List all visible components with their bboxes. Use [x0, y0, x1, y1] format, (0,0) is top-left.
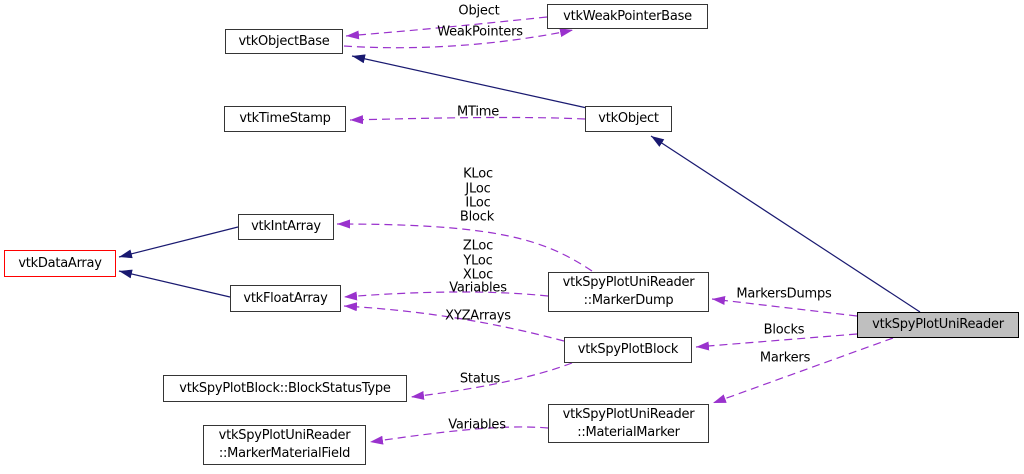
- edge-usage-zloc-yloc-xloc-variables: [343, 291, 549, 301]
- node-label: vtkFloatArray: [243, 290, 328, 306]
- node-vtkintarray[interactable]: vtkIntArray: [238, 214, 334, 240]
- edge-usage-mtime: [349, 115, 586, 125]
- node-vtkobjectbase[interactable]: vtkObjectBase: [225, 29, 343, 54]
- node-label: vtkSpyPlotUniReader: [872, 317, 1004, 333]
- node-vtkweakpointerbase[interactable]: vtkWeakPointerBase: [547, 4, 708, 29]
- node-label-line2: ::MarkerMaterialField: [218, 446, 351, 461]
- node-vtkspyplotunireader-materialmarker[interactable]: vtkSpyPlotUniReader ::MaterialMarker: [548, 404, 709, 443]
- edge-usage-object: [345, 16, 548, 40]
- node-label: vtkDataArray: [18, 255, 102, 271]
- edge-label-markers: Markers: [759, 350, 811, 366]
- node-label: vtkSpyPlotBlock: [577, 342, 679, 358]
- edge-label-xloc: XLoc: [462, 267, 494, 283]
- edge-inherit-vtkfloatarray-to-vtkdataarray: [118, 269, 231, 298]
- edge-label-weakpointers: WeakPointers: [437, 24, 523, 40]
- node-label: vtkObjectBase: [238, 33, 330, 49]
- edge-label-kloc: KLoc: [463, 166, 493, 182]
- node-vtkdataarray[interactable]: vtkDataArray: [4, 250, 116, 277]
- edge-inherit-vtkspyplotunireader-to-vtkobject: [650, 135, 921, 313]
- edge-usage-markersdumps: [711, 296, 858, 317]
- edge-label-status: Status: [459, 371, 501, 387]
- node-label-line2: ::MaterialMarker: [577, 424, 680, 440]
- node-label: vtkIntArray: [251, 219, 321, 235]
- edge-label-mtime: MTime: [456, 104, 500, 120]
- edge-inherit-vtkobject-to-vtkobjectbase: [351, 54, 588, 109]
- node-vtkfloatarray[interactable]: vtkFloatArray: [230, 285, 341, 312]
- node-label-line1: vtkSpyPlotUniReader: [562, 406, 695, 422]
- node-vtkobject[interactable]: vtkObject: [585, 106, 672, 132]
- node-label: vtkObject: [598, 111, 659, 127]
- edge-label-blocks: Blocks: [763, 322, 805, 338]
- node-label-line2: ::MarkerDump: [583, 293, 674, 308]
- node-vtkspyplotunireader-focus: vtkSpyPlotUniReader: [857, 312, 1019, 338]
- node-label-line1: vtkSpyPlotUniReader: [218, 428, 351, 444]
- edge-label-object: Object: [458, 3, 500, 19]
- edge-label-variables-marker: Variables: [448, 417, 506, 433]
- edge-label-yloc: YLoc: [463, 253, 493, 269]
- edge-label-markersdumps: MarkersDumps: [736, 286, 832, 302]
- edge-label-zloc: ZLoc: [462, 238, 494, 254]
- edge-label-jloc: JLoc: [465, 181, 491, 197]
- node-vtkspyplotblock[interactable]: vtkSpyPlotBlock: [564, 337, 692, 363]
- edge-usage-variables: [369, 426, 549, 445]
- node-vtktimestamp[interactable]: vtkTimeStamp: [224, 106, 346, 132]
- edge-usage-xyzarrays: [343, 302, 565, 342]
- edge-usage-status: [410, 362, 573, 400]
- node-vtkspyplotblock-blockstatustype[interactable]: vtkSpyPlotBlock::BlockStatusType: [163, 375, 407, 402]
- node-label-line1: vtkSpyPlotUniReader: [562, 275, 695, 291]
- edge-label-xyzarrays: XYZArrays: [445, 308, 511, 324]
- edge-usage-markers: [712, 337, 894, 404]
- node-label: vtkSpyPlotBlock::BlockStatusType: [179, 380, 391, 396]
- edge-usage-weakpointers: [343, 28, 574, 49]
- node-vtkspyplotunireader-markerdump[interactable]: vtkSpyPlotUniReader ::MarkerDump: [548, 272, 709, 312]
- edge-usage-kloc-jloc-iloc-block: [336, 219, 593, 272]
- node-label: vtkWeakPointerBase: [563, 8, 692, 24]
- edge-label-block: Block: [459, 209, 495, 225]
- edge-label-variables-dump: Variables: [449, 280, 507, 296]
- node-label: vtkTimeStamp: [239, 111, 331, 127]
- node-vtkspyplotunireader-markermaterialfield[interactable]: vtkSpyPlotUniReader ::MarkerMaterialFiel…: [203, 425, 366, 465]
- edge-inherit-vtkintarray-to-vtkdataarray: [118, 226, 239, 259]
- edge-label-iloc: ILoc: [465, 195, 491, 211]
- edge-usage-blocks: [695, 333, 858, 351]
